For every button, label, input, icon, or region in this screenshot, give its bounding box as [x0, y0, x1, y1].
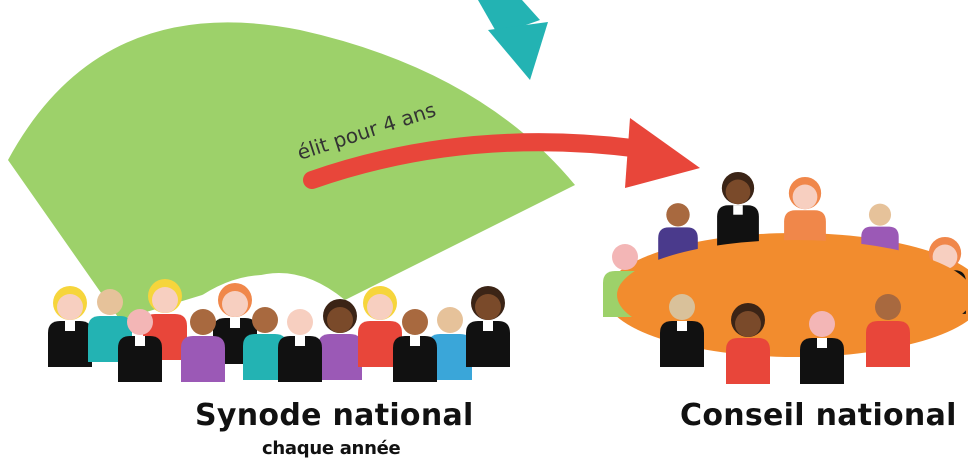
conseil-people-group: [603, 171, 968, 384]
red-arrow-icon: [303, 118, 700, 189]
synod-fan-shape: [8, 22, 575, 320]
person-icon: [181, 309, 225, 382]
person-icon: [393, 309, 437, 382]
person-icon: [466, 286, 510, 367]
person-icon: [866, 294, 910, 367]
synode-title: Synode national: [195, 398, 474, 433]
teal-arrow-icon: [478, 0, 548, 80]
person-icon: [278, 309, 322, 382]
person-icon: [428, 307, 472, 380]
conseil-title: Conseil national: [680, 398, 957, 433]
person-icon: [717, 171, 759, 249]
person-icon: [318, 299, 362, 380]
person-icon: [48, 286, 92, 367]
synode-subtitle: chaque année: [262, 438, 401, 459]
person-icon: [358, 286, 402, 367]
synode-people-group: [48, 279, 510, 382]
person-icon: [800, 311, 844, 384]
person-icon: [660, 294, 704, 367]
person-icon: [726, 303, 770, 384]
person-icon: [118, 309, 162, 382]
person-icon: [243, 307, 287, 380]
